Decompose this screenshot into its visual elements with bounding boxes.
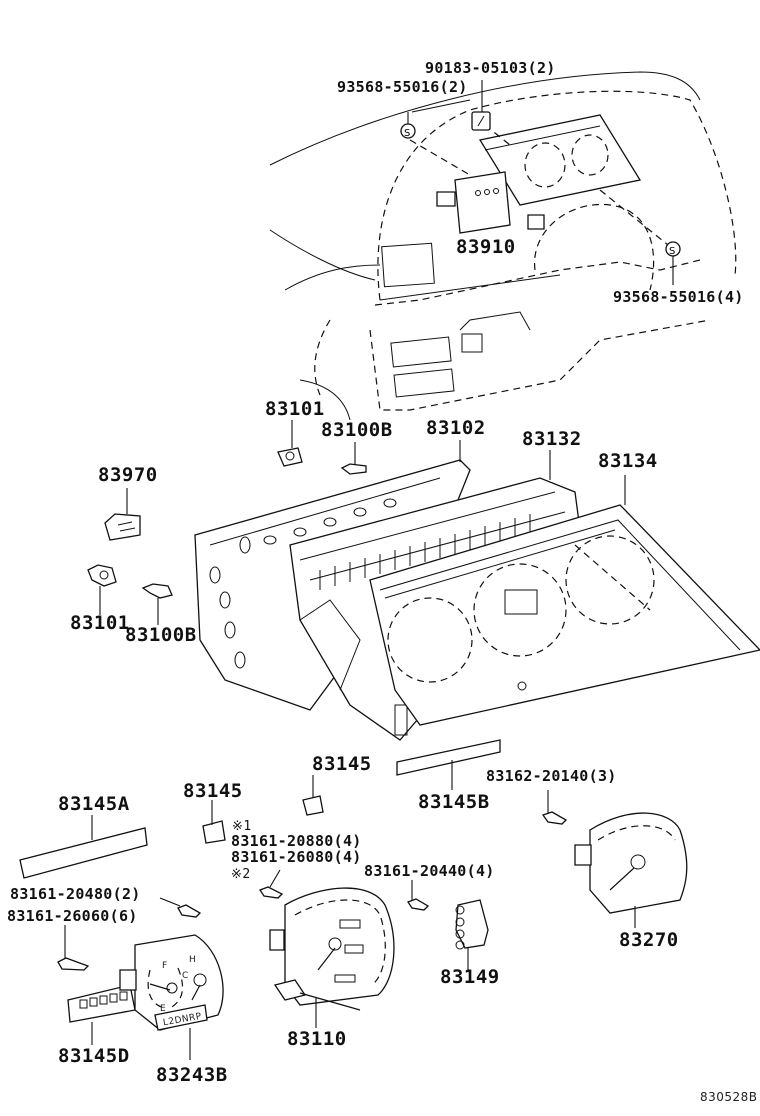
label-83100B-left: 83100B — [125, 624, 197, 646]
screw-83161-20880 — [260, 870, 282, 898]
label-83101-top: 83101 — [265, 398, 325, 420]
note-2-marker: ※2 — [231, 867, 251, 882]
socket-83101-top — [278, 420, 302, 466]
screw-marker-s-top: S — [401, 100, 470, 139]
screw-83161-20440 — [408, 880, 428, 910]
label-83100B-top: 83100B — [321, 419, 393, 441]
label-83132: 83132 — [522, 428, 582, 450]
bulb-83100B-top — [342, 442, 366, 474]
label-83970: 83970 — [98, 464, 158, 486]
label-83145-right: 83145 — [312, 753, 372, 775]
speedometer-83110 — [270, 888, 394, 1028]
gauge-mark-fuel-empty: E — [160, 1004, 167, 1014]
tachometer-83270 — [575, 813, 687, 928]
label-83134: 83134 — [598, 450, 658, 472]
screw-marker-s-right: S — [666, 242, 680, 285]
reference-code: 830528B — [700, 1090, 758, 1104]
label-83161-26060: 83161-26060(6) — [7, 907, 138, 925]
label-83161-26080: 83161-26080(4) — [231, 848, 362, 866]
gauge-mark-temp-cold: C — [182, 971, 189, 981]
connector-83970 — [105, 488, 140, 540]
label-83149: 83149 — [440, 966, 500, 988]
screw-83162 — [543, 790, 566, 824]
label-83270: 83270 — [619, 929, 679, 951]
bulb-83100B-left — [143, 584, 172, 625]
gauge-mark-temp-hot: H — [189, 955, 197, 965]
screw-83161-20480 — [160, 898, 200, 917]
dashboard-outline — [270, 72, 736, 420]
label-83161-20880: 83161-20880(4) — [231, 832, 362, 850]
label-83243B: 83243B — [156, 1064, 228, 1086]
plate-83145A — [20, 815, 147, 878]
plate-83145B — [397, 740, 500, 790]
label-83145A: 83145A — [58, 793, 130, 815]
label-83101-left: 83101 — [70, 612, 130, 634]
label-83161-20480: 83161-20480(2) — [10, 885, 141, 903]
clip-90183 — [472, 80, 490, 130]
label-83110: 83110 — [287, 1028, 347, 1050]
label-83145-left: 83145 — [183, 780, 243, 802]
label-83145B: 83145B — [418, 791, 490, 813]
case-ribs — [320, 514, 530, 590]
note-1-marker: ※1 — [232, 819, 252, 834]
label-93568-55016-2: 93568-55016(2) — [337, 78, 468, 96]
meter-glass-83134 — [370, 475, 760, 725]
lens-83145-right — [303, 775, 323, 815]
lens-83145-left — [203, 800, 225, 843]
label-83161-20440: 83161-20440(4) — [364, 862, 495, 880]
svg-text:S: S — [669, 246, 675, 257]
screw-83161-26060 — [58, 925, 88, 970]
socket-83101-left — [88, 565, 116, 615]
cluster-in-dash — [410, 115, 668, 245]
label-83910: 83910 — [456, 236, 516, 258]
svg-text:S: S — [404, 128, 410, 139]
label-93568-55016-4: 93568-55016(4) — [613, 288, 744, 306]
gauge-mark-fuel-full: F — [162, 961, 168, 971]
label-83145D: 83145D — [58, 1045, 130, 1067]
label-83162-20140: 83162-20140(3) — [486, 767, 617, 785]
printed-circuit-83149 — [456, 900, 488, 970]
label-90183-05103: 90183-05103(2) — [425, 59, 556, 77]
fuel-temp-gauge-83243B — [68, 935, 223, 1060]
label-83102: 83102 — [426, 417, 486, 439]
